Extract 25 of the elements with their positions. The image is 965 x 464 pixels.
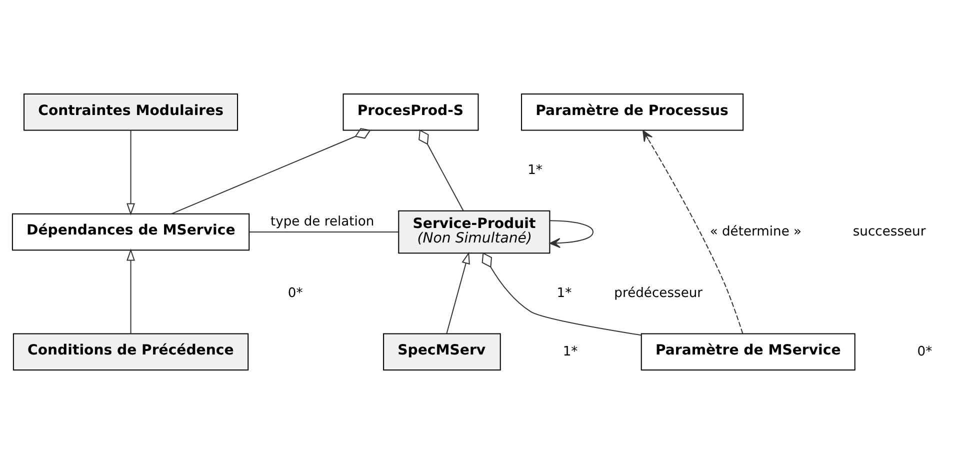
- connector: [482, 252, 642, 336]
- arrow: [446, 252, 470, 334]
- label: 1*: [562, 344, 578, 360]
- label: 0*: [288, 286, 303, 301]
- node-box: Paramètre de MService: [640, 333, 856, 370]
- arrow: [642, 130, 744, 334]
- edge-label: type de relation: [270, 214, 374, 230]
- arrow: [126, 130, 135, 216]
- node-box: Conditions de Précédence: [12, 333, 249, 370]
- arrow: [126, 248, 135, 334]
- label: prédécesseur: [614, 286, 703, 301]
- arrow: [549, 220, 594, 248]
- node-box: Service-Produit (Non Simultané): [398, 210, 550, 254]
- edge-label: « détermine »: [710, 224, 802, 240]
- label: 0*: [917, 344, 932, 360]
- node-box: Paramètre de Processus: [521, 94, 744, 131]
- node-box: Dépendances de MService: [12, 213, 250, 251]
- node-box: ProcesProd-S: [342, 94, 479, 131]
- connector: [171, 128, 371, 214]
- node-box: SpecMServ: [383, 333, 501, 370]
- label: 1*: [528, 162, 542, 178]
- node-box: Contraintes Modulaires: [24, 94, 238, 131]
- label: successeur: [852, 224, 926, 240]
- label: 1*: [556, 286, 572, 301]
- connector: [418, 130, 464, 211]
